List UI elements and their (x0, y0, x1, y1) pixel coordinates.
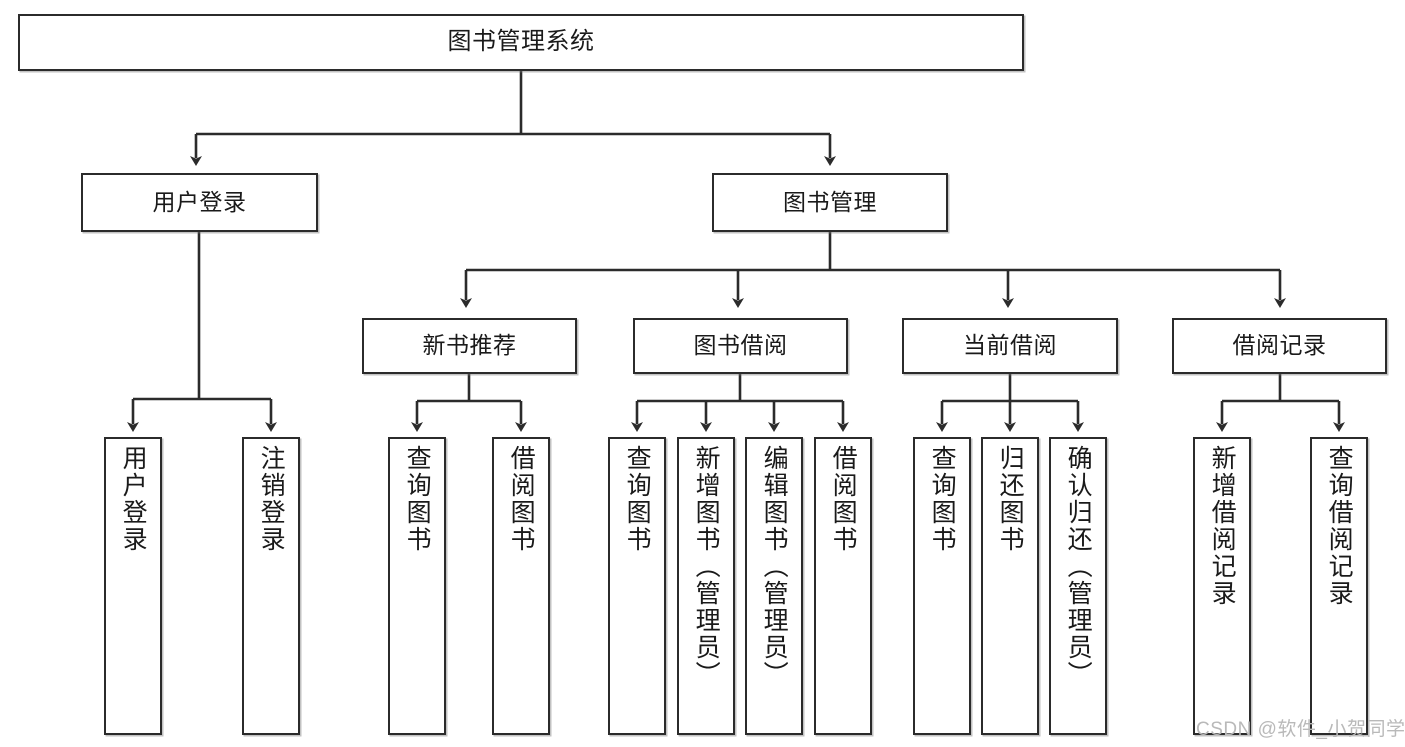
node-user-login[interactable]: 用户登录 (81, 173, 318, 232)
node-new-book-recommend[interactable]: 新书推荐 (362, 318, 577, 374)
leaf-logout[interactable]: 注销登录 (242, 437, 300, 735)
node-borrow-record-label: 借阅记录 (1232, 332, 1327, 359)
node-root-label: 图书管理系统 (447, 28, 595, 56)
node-book-borrow-label: 图书借阅 (693, 332, 788, 359)
leaf-add-book-admin-label: 新增图书（管理员） (692, 445, 721, 688)
leaf-query-book-current[interactable]: 查询图书 (913, 437, 971, 735)
leaf-add-borrow-record-label: 新增借阅记录 (1208, 445, 1237, 607)
leaf-edit-book-admin-label: 编辑图书（管理员） (760, 445, 789, 688)
leaf-query-book-new-label: 查询图书 (403, 445, 432, 553)
node-current-borrow[interactable]: 当前借阅 (902, 318, 1118, 374)
leaf-borrow-book-new-label: 借阅图书 (507, 445, 536, 553)
leaf-add-book-admin[interactable]: 新增图书（管理员） (677, 437, 735, 735)
leaf-logout-label: 注销登录 (257, 445, 286, 553)
leaf-add-borrow-record[interactable]: 新增借阅记录 (1193, 437, 1251, 735)
node-current-borrow-label: 当前借阅 (963, 332, 1057, 359)
node-book-borrow[interactable]: 图书借阅 (633, 318, 848, 374)
watermark: CSDN @软件_小贺同学 (1196, 719, 1405, 740)
leaf-query-borrow-record[interactable]: 查询借阅记录 (1310, 437, 1368, 735)
leaf-user-login[interactable]: 用户登录 (104, 437, 162, 735)
leaf-edit-book-admin[interactable]: 编辑图书（管理员） (745, 437, 803, 735)
leaf-return-book-label: 归还图书 (996, 445, 1025, 553)
node-book-management[interactable]: 图书管理 (712, 173, 948, 232)
leaf-borrow-book[interactable]: 借阅图书 (814, 437, 872, 735)
node-root[interactable]: 图书管理系统 (18, 14, 1024, 71)
leaf-query-book-new[interactable]: 查询图书 (388, 437, 446, 735)
leaf-confirm-return-admin[interactable]: 确认归还（管理员） (1049, 437, 1107, 735)
node-borrow-record[interactable]: 借阅记录 (1172, 318, 1387, 374)
leaf-query-book-borrow-label: 查询图书 (623, 445, 652, 553)
node-user-login-label: 用户登录 (152, 188, 247, 215)
node-new-book-recommend-label: 新书推荐 (422, 332, 517, 359)
node-book-management-label: 图书管理 (783, 188, 877, 215)
leaf-return-book[interactable]: 归还图书 (981, 437, 1039, 735)
leaf-query-borrow-record-label: 查询借阅记录 (1325, 445, 1354, 607)
leaf-user-login-label: 用户登录 (119, 445, 148, 553)
leaf-confirm-return-admin-label: 确认归还（管理员） (1064, 445, 1093, 688)
leaf-query-book-current-label: 查询图书 (928, 445, 957, 553)
leaf-query-book-borrow[interactable]: 查询图书 (608, 437, 666, 735)
leaf-borrow-book-new[interactable]: 借阅图书 (492, 437, 550, 735)
leaf-borrow-book-label: 借阅图书 (829, 445, 858, 553)
